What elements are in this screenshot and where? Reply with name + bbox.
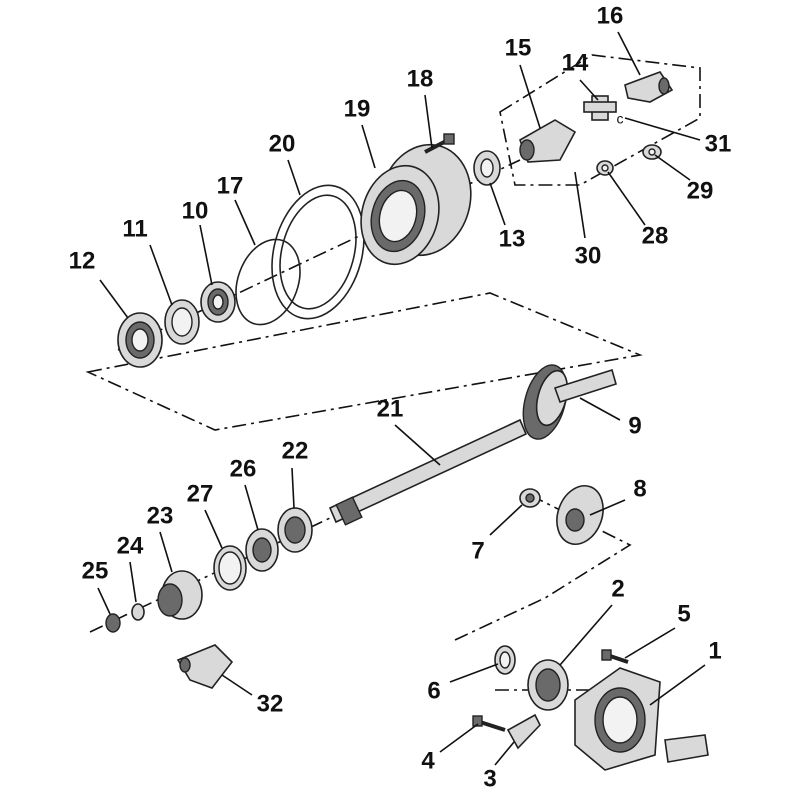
part-1-housing	[574, 667, 709, 771]
callout-30: 30	[575, 242, 602, 269]
part-5-bolt	[601, 649, 629, 664]
part-24-washer	[131, 603, 145, 621]
callout-32: 32	[257, 690, 284, 717]
part-27-seal	[213, 545, 247, 591]
callout-10: 10	[182, 197, 209, 224]
callout-2: 2	[611, 575, 624, 602]
callout-25: 25	[82, 557, 109, 584]
callout-28: 28	[642, 222, 669, 249]
callout-14: 14	[562, 49, 589, 76]
part-28-washer	[596, 160, 614, 176]
part-21-shaft	[328, 418, 528, 526]
callout-18: 18	[407, 65, 434, 92]
callout-23: 23	[147, 502, 174, 529]
callout-8: 8	[633, 475, 646, 502]
part-3-bracket	[506, 713, 541, 750]
part-16-yoke	[624, 71, 674, 103]
axis-line-lower	[454, 489, 632, 641]
callout-17: 17	[217, 172, 244, 199]
part-18-bolt	[424, 133, 455, 154]
part-6-washer	[494, 645, 516, 675]
part-26-bearing	[245, 528, 279, 572]
part-13-washer	[473, 150, 501, 186]
callout-24: 24	[117, 532, 144, 559]
part-12-bearing	[117, 312, 163, 368]
callout-20: 20	[269, 130, 296, 157]
leader-lines	[97, 31, 706, 766]
part-19-housing	[360, 143, 472, 266]
part-11-bearing	[164, 299, 200, 345]
callout-7: 7	[471, 537, 484, 564]
part-31-snap-ring: c	[617, 111, 624, 127]
callout-12: 12	[69, 247, 96, 274]
part-4-bolt	[472, 715, 506, 732]
assembly-box-yoke	[499, 54, 701, 186]
part-22-bearing	[277, 507, 313, 553]
part-9-gear	[522, 364, 617, 440]
callout-11: 11	[122, 215, 147, 242]
part-23-flange	[157, 570, 203, 620]
part-8-gear	[556, 485, 604, 545]
callout-31: 31	[705, 130, 732, 157]
part-20-gasket	[271, 184, 365, 320]
part-17-o-ring	[235, 238, 301, 326]
callout-21: 21	[377, 395, 404, 422]
part-25-nut	[105, 613, 121, 633]
part-32-yoke	[176, 644, 234, 689]
callout-1: 1	[708, 637, 721, 664]
callout-15: 15	[505, 34, 532, 61]
callout-19: 19	[344, 95, 371, 122]
callout-26: 26	[230, 455, 257, 482]
part-2-bearing	[527, 659, 569, 711]
callout-27: 27	[187, 480, 214, 507]
callout-5: 5	[677, 600, 690, 627]
part-14-cross	[583, 95, 617, 121]
callout-9: 9	[628, 412, 641, 439]
assembly-box-upper	[85, 292, 643, 431]
callout-3: 3	[483, 765, 496, 792]
callout-13: 13	[499, 225, 526, 252]
callout-6: 6	[427, 677, 440, 704]
part-10-bearing	[200, 281, 236, 323]
svg-text:c: c	[617, 111, 624, 127]
part-7-washer	[519, 488, 541, 508]
callout-22: 22	[282, 437, 309, 464]
callout-4: 4	[421, 747, 435, 774]
callout-29: 29	[687, 177, 714, 204]
part-15-yoke	[519, 119, 577, 163]
callout-16: 16	[597, 2, 624, 29]
